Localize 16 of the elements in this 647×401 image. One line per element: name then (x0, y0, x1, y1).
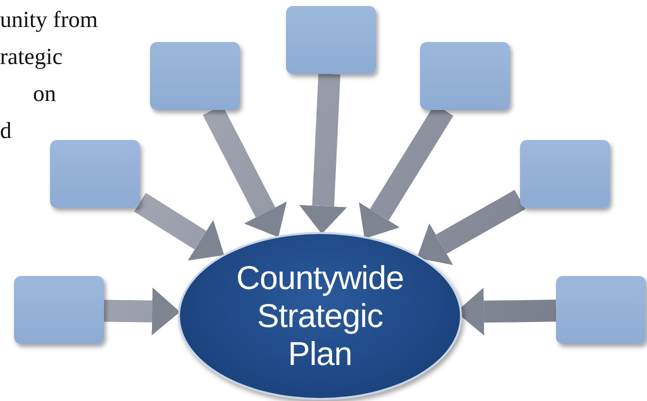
blank-box (50, 140, 140, 208)
block-arrow (416, 190, 526, 266)
text-fragment: rategic (0, 43, 63, 71)
blank-box (286, 6, 376, 74)
blank-box (420, 42, 510, 110)
blank-box (14, 276, 104, 344)
text-fragment: on (33, 80, 56, 108)
block-arrow (134, 192, 224, 261)
block-arrow (104, 287, 180, 336)
blank-box (150, 42, 240, 110)
node-title: Countywide Strategic Plan (235, 259, 405, 373)
blank-box (556, 276, 646, 344)
block-arrow (299, 73, 348, 234)
text-fragment: d (0, 117, 12, 145)
blank-box (520, 140, 610, 208)
text-fragment: unity from (0, 6, 98, 34)
